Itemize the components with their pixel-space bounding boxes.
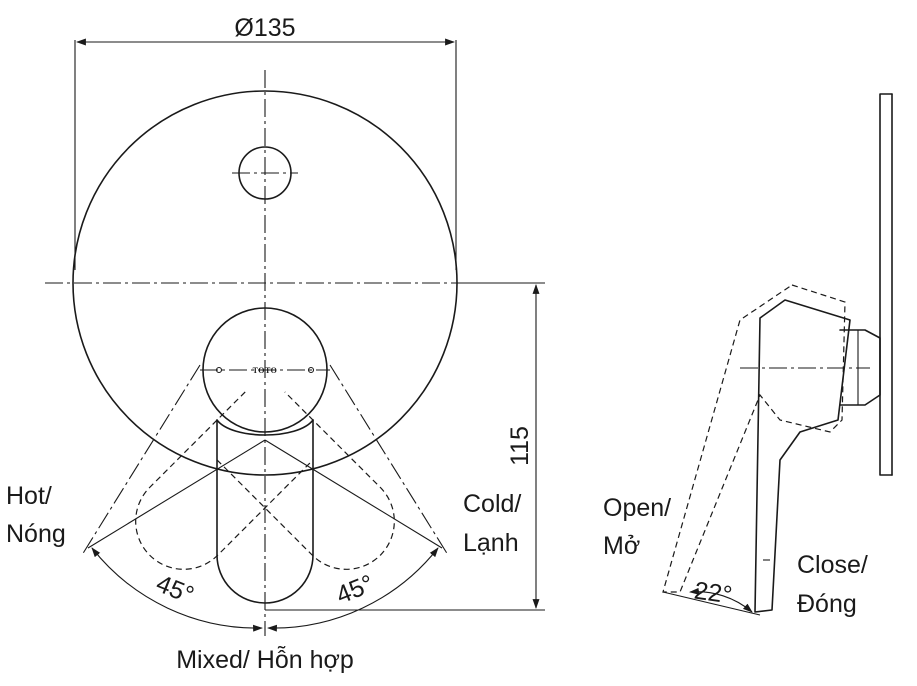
open-label-en: Open/ — [603, 494, 671, 522]
angle-ray-cold — [264, 439, 443, 549]
lever-neck — [216, 419, 314, 436]
side-view: 22° Open/ Mở Close/ Đóng — [603, 93, 893, 618]
height-label: 115 — [506, 426, 534, 466]
diameter-label: Ø135 — [234, 14, 295, 42]
open-label-vi: Mở — [603, 532, 640, 560]
mixed-label: Mixed/ Hỗn hợp — [176, 645, 354, 674]
close-label-en: Close/ — [797, 551, 868, 579]
cold-label-en: Cold/ — [463, 490, 521, 518]
angle-open-label: 22° — [692, 577, 733, 610]
lever-cold-position — [216, 391, 395, 570]
angle-arc-hot — [91, 547, 263, 632]
toto-logo: TOTO — [253, 366, 278, 375]
hot-label-en: Hot/ — [6, 482, 52, 510]
angle-arc-open — [689, 587, 753, 613]
hot-label-vi: Nóng — [6, 520, 66, 548]
cold-label-vi: Lạnh — [463, 529, 519, 557]
front-view: Ø135 115 TOTO — [6, 14, 545, 674]
close-label-vi: Đóng — [797, 590, 857, 618]
hub-screw-right — [307, 366, 315, 374]
hot-axis-line — [81, 364, 201, 556]
angle-arc-cold — [267, 547, 439, 632]
body-cylinder — [839, 329, 881, 406]
wall-plate-front — [879, 93, 893, 476]
lever-closed-position — [754, 299, 851, 613]
lever-open-position — [662, 284, 846, 593]
cold-axis-line — [329, 364, 449, 556]
lever-hot-position — [135, 391, 314, 570]
angle-ray-hot — [87, 439, 266, 549]
